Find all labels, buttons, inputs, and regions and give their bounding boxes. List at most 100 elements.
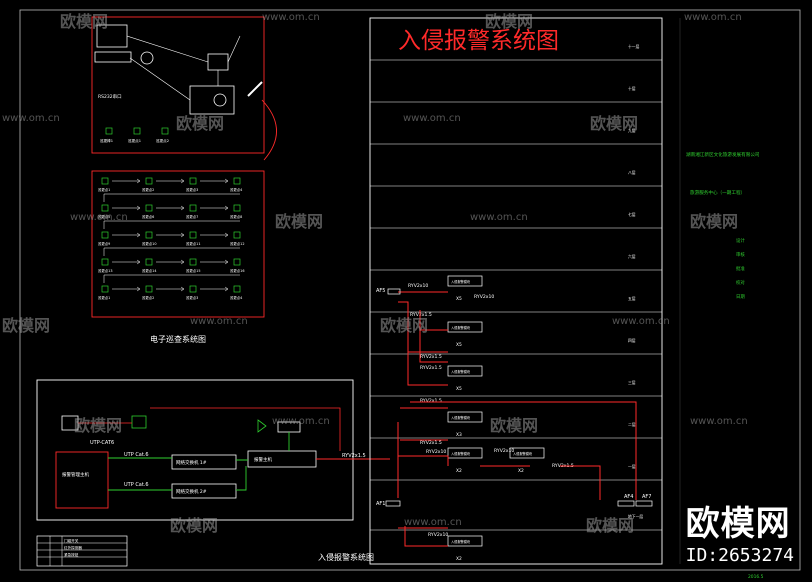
floor-label: 五层 <box>628 296 636 301</box>
patrol-point-icon <box>189 231 197 239</box>
alarm-module <box>447 275 483 287</box>
patrol-point-label: 巡更点15 <box>186 268 201 273</box>
field-4: 校对 <box>736 279 745 286</box>
alarm-module-label: 入侵报警模块 <box>451 279 471 284</box>
cable-spec: RYV2x1.5 <box>420 440 442 446</box>
cable-label-3: UTP Cat.6 <box>124 482 149 488</box>
patrol-point-label: 巡更点6 <box>142 214 154 219</box>
floor-label: 一层 <box>628 464 636 469</box>
alarm-module <box>509 447 545 459</box>
alarm-system-bottom <box>36 379 390 567</box>
alarm-module-label: 入侵报警模块 <box>451 451 471 456</box>
x-label: X3 <box>456 432 462 438</box>
patrol-point-icon <box>101 177 109 185</box>
cable-label-1: UTP-CAT6 <box>90 440 114 446</box>
patrol-arrow-head <box>136 286 141 292</box>
watermark-logo-8: 欧模网 <box>380 316 429 335</box>
brand-name: 欧模网 <box>685 504 791 544</box>
patrol-point-label: 巡更点9 <box>98 241 110 246</box>
watermark-logo-3: 欧模网 <box>176 114 225 133</box>
patrol-arrow-head <box>136 178 141 184</box>
patrol-point-label: 巡更点5 <box>98 214 110 219</box>
patrol-point-label: 巡更点12 <box>230 241 245 246</box>
patrol-point-label: 巡更点1 <box>98 295 110 300</box>
cable-spec: RYV2x1.5 <box>420 398 442 404</box>
af-label-4: AF7 <box>642 494 651 500</box>
watermark-url-1: www.om.cn <box>262 12 320 23</box>
patrol-point-icon <box>189 177 197 185</box>
patrol-point-icon <box>101 231 109 239</box>
patrol-point-label: 巡更点7 <box>186 214 198 219</box>
cable-spec: RYV2x1.5 <box>410 312 432 318</box>
patrol-point-icon <box>101 285 109 293</box>
patrol-arrow-head <box>180 286 185 292</box>
patrol-icon <box>105 127 113 135</box>
alarm-module <box>447 447 483 459</box>
patrol-point-label: 巡更点11 <box>186 241 201 246</box>
field-1: 设计 <box>736 237 745 244</box>
x-label: X5 <box>456 296 462 302</box>
patrol-point-label: 巡更点8 <box>230 214 242 219</box>
patrol-point-label: 巡更点3 <box>186 187 198 192</box>
patrol-point-icon <box>145 231 153 239</box>
floor-label: 八层 <box>628 170 636 175</box>
watermark-logo-11: 欧模网 <box>170 516 219 535</box>
watermark-url-10: www.om.cn <box>690 416 748 427</box>
field-5: 日期 <box>736 294 745 300</box>
watermark-url-2: www.om.cn <box>684 12 742 23</box>
watermark-url-11: www.om.cn <box>404 517 462 528</box>
patrol-point-label: 巡更点14 <box>142 268 157 273</box>
patrol-point-icon <box>189 258 197 266</box>
field-2: 审核 <box>736 251 745 258</box>
outer-frame <box>19 9 801 571</box>
patrol-return <box>103 220 240 229</box>
x-label: X2 <box>456 556 462 562</box>
cable-spec: RYV2x1.5 <box>420 354 442 360</box>
patrol-point-label: 巡更点2 <box>142 187 154 192</box>
alarm-module <box>447 535 483 547</box>
patrol-arrow-head <box>224 205 229 211</box>
caption-patrol: 电子巡查系统图 <box>150 334 206 344</box>
patrol-arrow-head <box>136 232 141 238</box>
brand-block: 欧模网 ID:2653274 <box>686 496 794 566</box>
alarm-module-label: 入侵报警模块 <box>451 325 471 330</box>
x-label: X2 <box>518 468 524 474</box>
watermark-url-7: www.om.cn <box>190 316 248 327</box>
patrol-arrow-head <box>136 205 141 211</box>
watermark-logo-5: 欧模网 <box>275 212 324 231</box>
patrol-arrow-head <box>180 232 185 238</box>
patrol-point-label: 巡更点2 <box>142 295 154 300</box>
patrol-arrow-head <box>180 178 185 184</box>
alarm-module <box>447 321 483 333</box>
patrol-point-icon <box>145 258 153 266</box>
patrol-return <box>103 193 240 202</box>
watermark-logo-6: 欧模网 <box>690 212 739 231</box>
cable-label-2: UTP Cat.6 <box>124 452 149 458</box>
caption-alarm: 入侵报警系统图 <box>318 552 374 562</box>
box-mid-1-label: 网络交换机 1# <box>176 459 207 466</box>
alarm-module-label: 入侵报警模块 <box>451 369 471 374</box>
floor-label: 十层 <box>628 86 636 91</box>
patrol-point-icon <box>233 204 241 212</box>
watermark-url-4: www.om.cn <box>403 113 461 124</box>
watermark-logo-9: 欧模网 <box>74 416 123 435</box>
patrol-arrow-head <box>180 205 185 211</box>
cable-spec: RYV2x10 <box>474 294 494 300</box>
patrol-label: 巡更棒1 <box>100 138 113 143</box>
floor-label: 二层 <box>628 422 636 427</box>
patrol-point-icon <box>233 177 241 185</box>
cable-spec: RYV2x10 <box>426 449 446 455</box>
legend-row-1: 门磁开关 <box>64 538 79 543</box>
alarm-module-label: 入侵报警模块 <box>451 539 471 544</box>
cable-spec: RYV2x10 <box>494 448 514 454</box>
patrol-point-label: 巡更点16 <box>230 268 245 273</box>
patrol-point-icon <box>145 177 153 185</box>
patrol-arrow-head <box>224 232 229 238</box>
floor-label: 三层 <box>628 380 636 385</box>
watermark-url-6: www.om.cn <box>470 212 528 223</box>
patrol-point-icon <box>145 285 153 293</box>
floor-label: 七层 <box>628 212 636 217</box>
diagram-title: 入侵报警系统图 <box>398 28 559 54</box>
